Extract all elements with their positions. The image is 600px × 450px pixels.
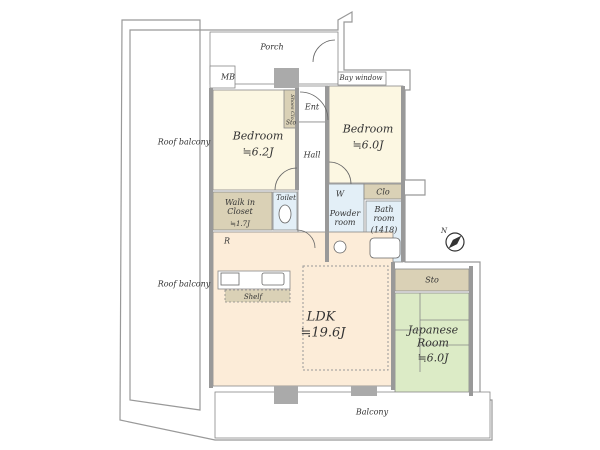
ldk-name: LDK: [306, 309, 336, 325]
bath-label: Bath room: [373, 204, 395, 223]
bay-window-label: Bay window: [339, 73, 383, 82]
rooms: [209, 31, 491, 439]
bedroom1-area-label: ≒6.2J: [242, 145, 274, 159]
mb-area: [209, 65, 236, 89]
shoe-closet-label: Shoes Clo: [288, 94, 295, 120]
ent-label: Ent: [304, 102, 320, 112]
shelf-label: Shelf: [243, 292, 263, 301]
walls: [209, 86, 473, 396]
mb-label: MB: [220, 72, 236, 82]
walk-in-closet-area-label: ≒1.7J: [230, 219, 250, 228]
ldk-area-label: ≒19.6J: [300, 325, 346, 341]
fixtures: [220, 204, 401, 286]
roof-balcony-top-label: Roof balcony: [157, 137, 211, 147]
clo-label: Clo: [376, 187, 390, 197]
sink: [261, 272, 285, 286]
toilet-bowl: [278, 204, 292, 224]
compass-north-label: N: [440, 226, 448, 235]
toilet-label: Toilet: [276, 193, 296, 202]
ldk-dashed-area: [302, 265, 389, 371]
w-label: W: [335, 189, 345, 199]
compass-icon: [445, 232, 465, 252]
pillars: [274, 68, 377, 404]
bedroom2-name: Bedroom: [342, 122, 394, 136]
sto-small-label: Sto: [285, 119, 297, 127]
japanese-room-area: [394, 292, 470, 394]
balcony-area: [214, 391, 491, 439]
ldk-area: [212, 231, 394, 387]
bathtub: [369, 237, 401, 259]
roof-balcony-bottom-label: Roof balcony: [157, 279, 211, 289]
porch-label: Porch: [260, 42, 284, 52]
bedroom2-area: [328, 85, 404, 184]
walk-in-closet-name: Walk in Closet: [225, 197, 255, 216]
bedroom1-name: Bedroom: [232, 129, 284, 143]
basin: [333, 240, 347, 254]
doors: [274, 39, 352, 249]
bath-size-label: (1418): [370, 225, 398, 235]
shelf-area: [224, 289, 291, 303]
bay-window-area: [337, 71, 387, 86]
hall-area: [297, 121, 328, 241]
japanese-room-name: Japanese Room: [407, 323, 459, 349]
tatami-lines: [395, 293, 469, 372]
sto-label: Sto: [425, 275, 439, 285]
r-label: R: [223, 236, 231, 246]
toilet-area: [272, 191, 298, 231]
balcony-label: Balcony: [355, 407, 389, 417]
hall-label: Hall: [303, 150, 321, 160]
walk-in-closet-area: [212, 191, 273, 231]
powder-room-label: Powder room: [329, 208, 361, 227]
bedroom2-area-label: ≒6.0J: [352, 138, 384, 152]
stove: [220, 272, 240, 286]
japanese-room-area-label: ≒6.0J: [417, 351, 449, 365]
